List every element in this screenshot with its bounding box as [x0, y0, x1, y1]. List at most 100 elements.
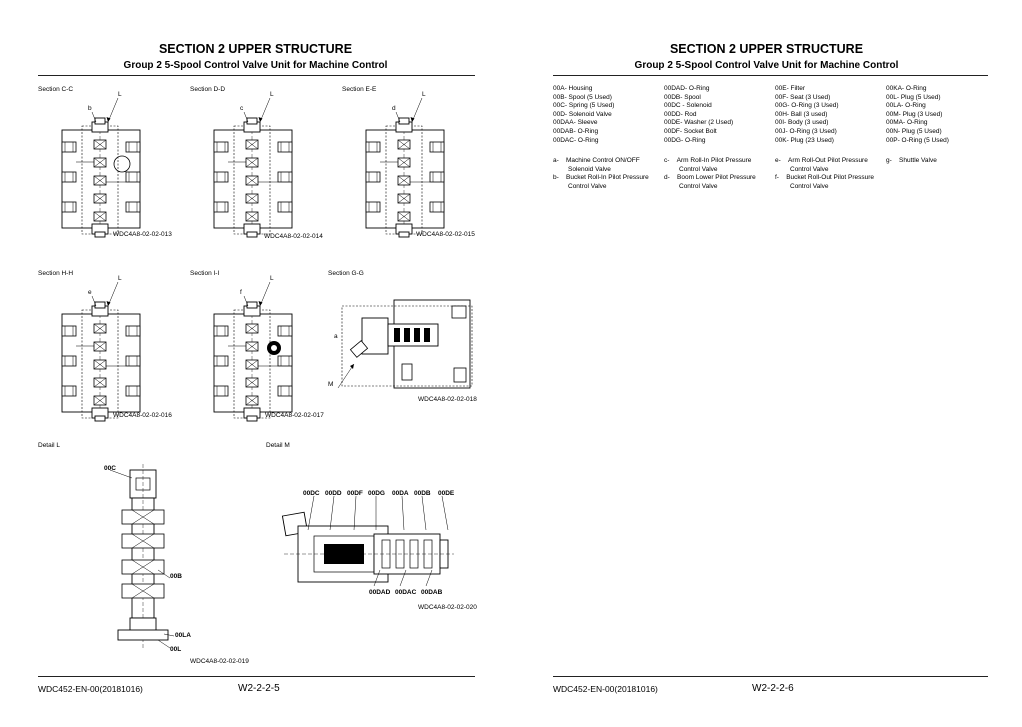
spool-cross: [93, 341, 107, 352]
callout-00df: 00DF: [347, 490, 363, 497]
parts-list-item: 00J- O-Ring (3 Used): [775, 127, 837, 135]
callout-00dad: 00DAD: [369, 589, 391, 596]
spool-cross: [93, 139, 107, 150]
parts-list-item: 00K- Plug (23 Used): [775, 136, 834, 144]
parts-list-item: 00DAA- Sleeve: [553, 119, 598, 127]
function-key: e-: [775, 157, 781, 164]
spool-cross: [131, 559, 155, 575]
side-port: [61, 171, 77, 183]
parts-list-item: 00DB- Spool: [664, 93, 701, 101]
spool-cross: [245, 377, 259, 388]
side-port: [429, 201, 445, 213]
bottom-plug-cap: [246, 415, 258, 422]
valve-section-drawing: dL: [365, 91, 445, 238]
parts-list-item: 00C- Spring (5 Used): [553, 102, 615, 110]
side-port: [277, 171, 293, 183]
callout-00dg: 00DG: [368, 490, 385, 497]
leader-line: [441, 495, 449, 531]
footer-page-number: W2-2-2-5: [238, 683, 280, 694]
function-text: Solenoid Valve: [568, 165, 611, 173]
spool-land: [404, 328, 410, 342]
leader-line: [399, 569, 407, 587]
figure-code: WDC4A8-02-02-016: [113, 412, 172, 419]
arrow-head: [350, 364, 354, 369]
side-port: [365, 141, 381, 153]
leader-line: [109, 469, 133, 479]
function-key: a-: [553, 157, 559, 164]
side-port: [213, 325, 229, 337]
figure-code: WDC4A8-02-02-013: [113, 231, 172, 238]
parts-list-col-3: 00E- Filter 00F- Seat (3 Used) 00G- O-Ri…: [775, 85, 839, 145]
parts-list-col-4: 00KA- O-Ring 00L- Plug (5 Used) 00LA- O-…: [886, 85, 949, 145]
header-rule: [553, 75, 988, 76]
figure-title: Section I-I: [190, 270, 220, 277]
function-text: Control Valve: [568, 182, 607, 190]
leader-line: [157, 569, 171, 579]
spool-cross: [93, 359, 107, 370]
valve-section-drawing: fL: [213, 275, 293, 422]
leader-line: [107, 281, 119, 307]
section-title: SECTION 2 UPPER STRUCTURE: [158, 42, 353, 56]
leader-line: [157, 639, 171, 649]
function-list-col-1: a- Machine Control ON/OFF Solenoid Valve…: [553, 157, 649, 191]
side-port: [277, 141, 293, 153]
spool-cross: [245, 323, 259, 334]
arrow-head: [258, 117, 263, 122]
side-port: [429, 171, 445, 183]
solenoid-top: [94, 301, 106, 309]
solenoid-top: [94, 117, 106, 125]
detail-l-drawing: [109, 464, 175, 650]
left-page: SECTION 2 UPPER STRUCTURE Group 2 5-Spoo…: [38, 42, 477, 694]
function-list-col-4: g- Shuttle Valve: [886, 157, 937, 166]
side-port: [125, 141, 141, 153]
function-list-col-3: e- Arm Roll-Out Pilot Pressure Control V…: [775, 157, 874, 191]
parts-list-item: 00P- O-Ring (5 Used): [886, 136, 949, 144]
side-port: [61, 201, 77, 213]
figure-title: Section D-D: [190, 86, 226, 93]
side-port: [277, 325, 293, 337]
leader-line: [259, 281, 271, 307]
group-title: Group 2 5-Spool Control Valve Unit for M…: [634, 60, 899, 71]
callout-00db: 00DB: [414, 490, 431, 497]
leader-line: [307, 495, 315, 531]
spool-cross: [397, 139, 411, 150]
side-port: [61, 141, 77, 153]
leader-line: [91, 111, 97, 123]
leader-line: [425, 569, 433, 587]
callout-letter: b: [88, 105, 92, 112]
leader-line: [329, 495, 335, 531]
function-text: Shuttle Valve: [899, 157, 937, 164]
footer-doc-number: WDC452-EN-00(20181016): [38, 684, 143, 694]
leader-line: [353, 495, 357, 531]
callout-00c: 00C: [104, 465, 116, 472]
side-port: [213, 171, 229, 183]
side-port: [429, 141, 445, 153]
figure-code: WDC4A8-02-02-015: [416, 231, 475, 238]
spool-land: [424, 328, 430, 342]
function-text: Control Valve: [790, 182, 829, 190]
callout-letter-l: L: [422, 91, 426, 98]
function-text: Control Valve: [790, 165, 829, 173]
side-port: [213, 355, 229, 367]
function-text: Arm Roll-In Pilot Pressure: [676, 157, 752, 164]
parts-list-item: 00M- Plug (3 Used): [886, 110, 943, 118]
leader-line: [395, 111, 401, 123]
valve-section-drawing: eL: [61, 275, 141, 422]
spool-cross: [131, 509, 155, 525]
port-plug: [453, 367, 467, 383]
detail-m-drawing: [281, 495, 454, 587]
section-boundary: [341, 305, 473, 387]
bottom-plug-cap: [94, 231, 106, 238]
callout-00l: 00L: [170, 646, 182, 653]
bottom-plug-cap: [398, 231, 410, 238]
spool-cross: [245, 359, 259, 370]
solenoid-top: [398, 117, 410, 125]
parts-list-item: 00H- Ball (3 used): [775, 110, 828, 118]
side-port: [277, 385, 293, 397]
plug-flange: [117, 629, 169, 641]
function-key: g-: [886, 157, 892, 164]
function-list-col-2: c- Arm Roll-In Pilot Pressure Control Va…: [664, 157, 756, 191]
figure-title: Detail M: [266, 442, 290, 449]
right-page: SECTION 2 UPPER STRUCTURE Group 2 5-Spoo…: [511, 0, 1022, 727]
